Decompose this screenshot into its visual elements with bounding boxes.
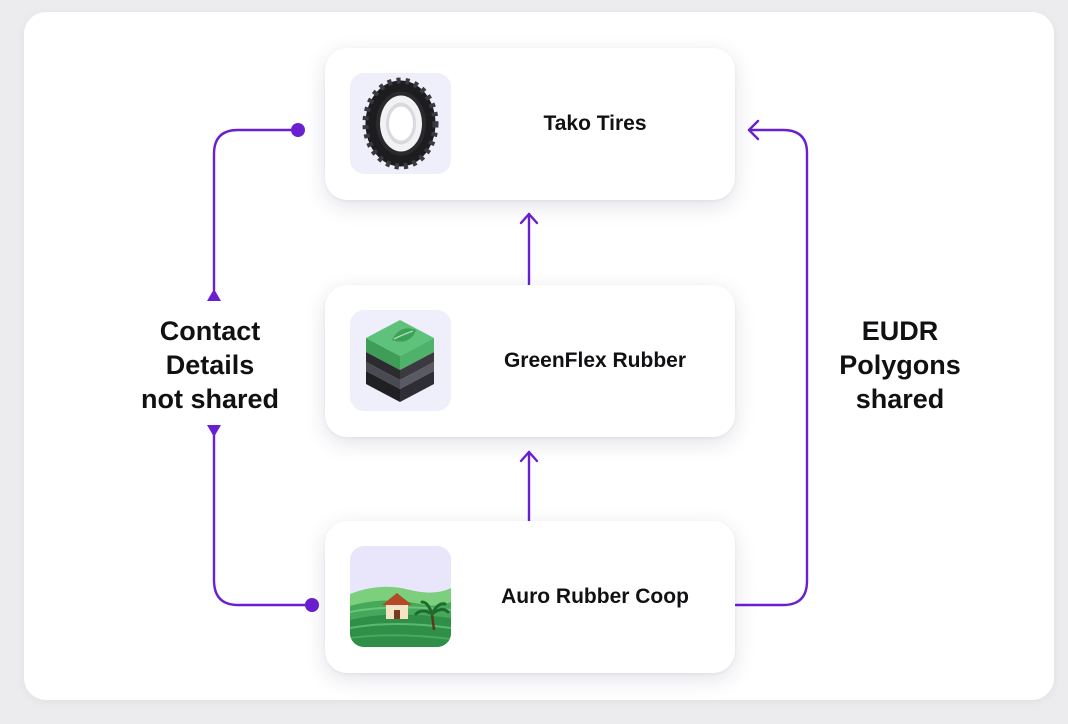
left-route-label: Contact Details not shared <box>110 314 310 416</box>
center-connector-lower-head <box>519 450 539 463</box>
soil-cube-leaf-icon <box>350 310 451 411</box>
node-greenflex-rubber: GreenFlex Rubber <box>325 285 735 437</box>
farm-landscape-icon <box>350 546 451 647</box>
node-tako-tires: Tako Tires <box>325 48 735 200</box>
right-label-line: EUDR <box>861 316 939 346</box>
left-connector-dot-bottom <box>305 598 319 612</box>
left-connector-top <box>212 128 300 292</box>
left-label-line: Contact <box>159 316 261 346</box>
node-label: Auro Rubber Coop <box>501 585 689 608</box>
left-connector-arrow-up <box>207 289 221 301</box>
left-connector-arrow-down <box>207 425 221 437</box>
node-label: GreenFlex Rubber <box>503 349 687 372</box>
right-route-label: EUDR Polygons shared <box>800 314 1000 416</box>
node-label: Tako Tires <box>543 112 647 135</box>
left-label-line: not shared <box>140 384 280 414</box>
right-label-line: shared <box>855 384 945 414</box>
tire-icon <box>350 73 451 174</box>
right-label-line: Polygons <box>839 350 961 380</box>
center-connector-upper-head <box>519 212 539 225</box>
left-connector-dot-top <box>291 123 305 137</box>
left-label-line: Details <box>165 350 255 380</box>
left-connector-bottom <box>212 433 314 607</box>
node-auro-rubber-coop: Auro Rubber Coop <box>325 521 735 673</box>
right-connector-head <box>747 119 760 141</box>
right-connector <box>734 128 809 607</box>
